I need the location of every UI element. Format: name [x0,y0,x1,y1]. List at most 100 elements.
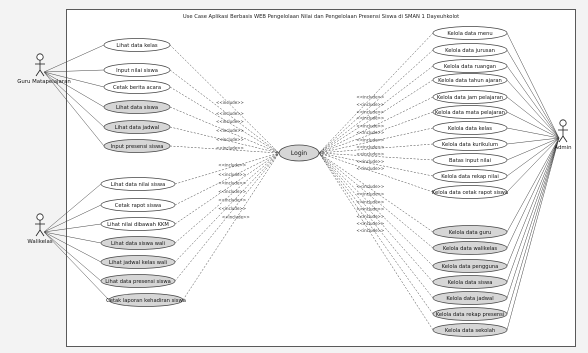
use-case-wali-2: Lihat nilai dibawah KKM [100,217,176,231]
actor-label: Walikelas [27,239,52,245]
include-connector [318,127,434,154]
use-case-ellipse [100,255,176,269]
association-line [506,137,560,161]
include-connector [318,152,434,331]
use-case-ellipse [100,217,176,231]
include-label: <<include>> [216,137,244,142]
association-line [43,204,102,233]
use-case-label: Lihat data presensi siswa [105,279,171,285]
use-case-ellipse [432,169,508,183]
association-line [506,96,560,139]
use-case-admin-4: Kelola data jam pelajaran [432,90,508,104]
association-line [43,71,105,108]
include-label: <<include>> [216,111,244,116]
use-case-admin-7: Kelola data kurikulum [432,137,508,151]
actor-label: Admin [554,145,571,151]
include-connector [318,79,434,154]
actor-head [559,119,567,127]
include-connector [318,96,434,154]
include-label: <<include>> [356,191,384,196]
include-label: <<include>> [356,184,384,189]
actor-leg [39,69,45,77]
use-case-ellipse [103,63,171,77]
use-case-label: Kelola data tahun ajaran [438,78,502,84]
use-case-ellipse [432,323,508,337]
include-label: <<include>> [356,214,384,219]
use-case-ellipse [103,100,171,114]
include-label: <<include>> [216,119,244,124]
use-case-ellipse [432,73,508,87]
association-line [43,231,102,244]
use-case-guru-3: Lihat data siswa [103,100,171,114]
use-case-wali-0: Lihat data nilai siswa [100,177,176,191]
use-case-guru-0: Lihat data kelas [103,38,171,52]
include-connector [318,152,434,267]
use-case-label: Cetak berita acara [113,85,161,91]
include-label: <<include>> [356,199,384,204]
use-case-ellipse [108,293,184,307]
include-labels: <<include>> <<include>> <<include>> <<inclu… [216,95,384,234]
use-case-ellipse [432,291,508,305]
use-case-ellipse [432,307,508,321]
association-line [43,71,105,128]
use-case-wali-5: Lihat data presensi siswa [100,274,176,288]
include-connector [169,126,280,154]
include-connector [318,152,434,249]
use-case-wali-6: Cetak laporan kehadiran siswa [106,293,186,307]
use-case-label: Lihat data nilai siswa [111,182,166,188]
include-label: <<include>> [218,198,246,203]
include-connector [174,152,280,263]
use-case-label: Kelola data pengguna [442,264,499,270]
include-label: <<include>> [356,221,384,226]
include-connector [174,152,280,185]
include-label: <<include>> [356,116,384,121]
use-case-ellipse [432,185,508,199]
use-case-label: Kelola data sekolah [445,328,495,334]
include-connector [318,32,434,154]
include-connector [318,152,434,233]
use-case-label: Cetak laporan kehadiran siswa [106,298,186,304]
actor-wali: Walikelas [27,213,53,245]
use-case-admin-16: Kelola data rekap presensi [432,307,508,321]
use-case-ellipse [432,225,508,239]
include-label: <<include>> [356,207,384,212]
use-case-ellipse [103,139,171,153]
use-case-ellipse [432,59,508,73]
use-case-guru-4: Lihat data jadwal [103,120,171,134]
include-connector [318,152,434,283]
include-connector [318,152,434,161]
use-case-admin-11: Kelola data guru [432,225,508,239]
include-label: <<include>> [216,145,244,150]
include-label: <<include>> [356,130,384,135]
association-line [506,32,560,139]
include-label: <<include>> [218,189,246,194]
use-case-label: Kelola data siswa [448,280,493,286]
use-case-label: Input presensi siswa [111,144,164,150]
use-case-admin-12: Kelola data walikelas [432,241,508,255]
include-label: <<include>> [218,180,246,185]
use-case-ellipse [100,198,176,212]
association-line [506,137,560,193]
use-case-label: Input nilai siswa [116,68,158,74]
association-line [43,183,102,233]
use-case-ellipse [432,137,508,151]
actor-label: Guru Matapelajaran [17,79,71,85]
include-connector [318,49,434,154]
use-case-admin-9: Kelola data rekap nilai [432,169,508,183]
use-case-ellipse [103,80,171,94]
include-label: <<include>> [218,206,246,211]
use-case-admin-10: Kelola data cetak rapot siswa [432,185,508,199]
use-case-label: Cetak rapot siswa [115,203,161,209]
include-connector [318,152,434,299]
actor-leg [558,135,564,143]
use-case-ellipse [432,259,508,273]
include-connector [169,145,280,154]
use-case-admin-5: Kelola data mata pelajaran [432,105,508,119]
use-case-admin-14: Kelola data siswa [432,275,508,289]
include-label: <<include>> [218,172,246,177]
use-case-label: Lihat data kelas [116,43,157,49]
include-label: <<include>> [216,100,244,105]
use-case-wali-4: Lihat jadwal kelas wali [100,255,176,269]
use-case-ellipse [103,120,171,134]
use-case-guru-5: Input presensi siswa [103,139,171,153]
